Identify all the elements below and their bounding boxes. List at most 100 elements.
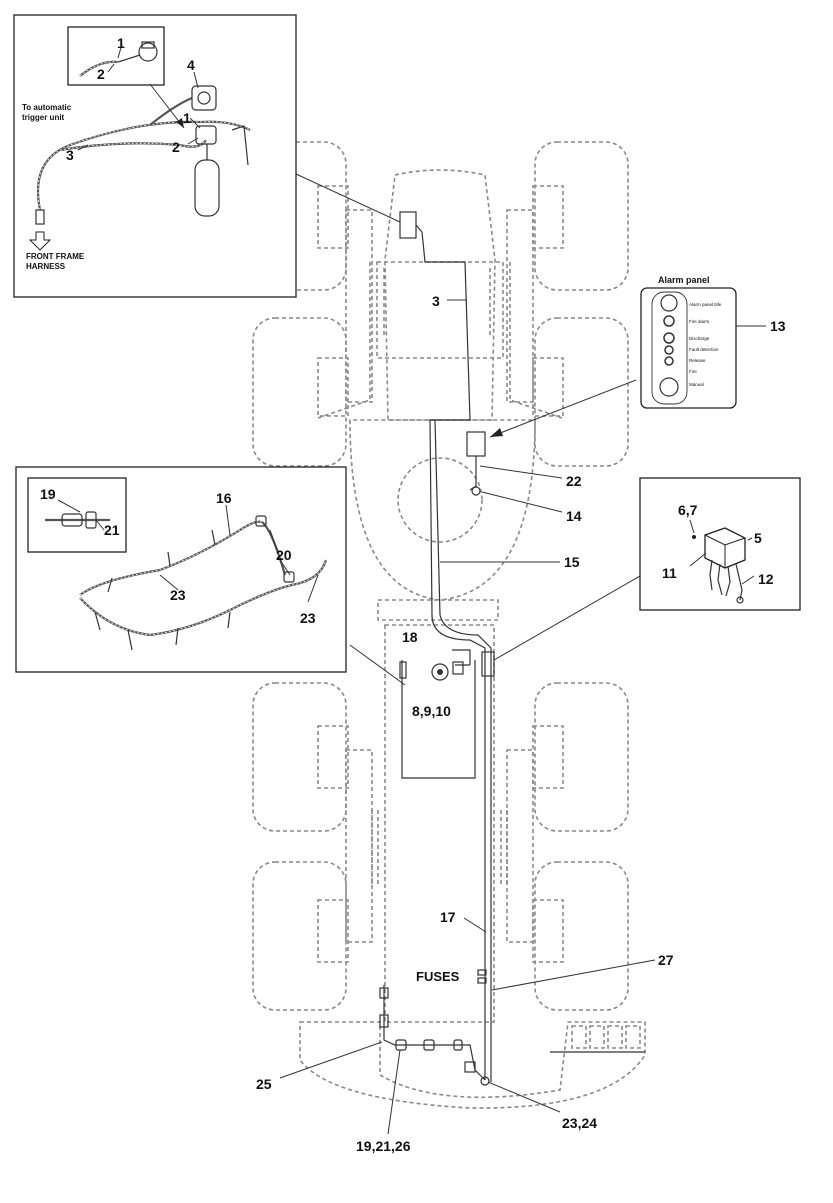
hose-clips	[94, 515, 295, 651]
detector	[379, 987, 389, 999]
manual-icon	[659, 377, 679, 397]
front-trigger-unit	[399, 211, 417, 239]
harness-routing	[379, 211, 495, 1086]
note-trigger-line2: trigger unit	[22, 113, 65, 122]
label-25: 25	[256, 1076, 272, 1092]
valve-detail	[138, 42, 158, 62]
label-8-9-10: 8,9,10	[412, 703, 451, 719]
label-20: 20	[276, 547, 292, 563]
label-16: 16	[216, 490, 232, 506]
manual-release-knob	[431, 663, 449, 681]
label-23-24: 23,24	[562, 1115, 597, 1131]
inset-detail-box	[67, 26, 165, 86]
leader-lines	[279, 173, 766, 1135]
harness-15	[434, 419, 441, 616]
panel-row-4: Release	[689, 358, 706, 363]
rear-grille	[550, 1025, 645, 1053]
harness-plug	[35, 209, 45, 225]
rear-tank	[401, 660, 476, 779]
front-trigger-connector	[415, 224, 423, 233]
inset-label-3: 3	[66, 147, 74, 163]
machine-outline	[252, 141, 646, 1109]
inset-label-4: 4	[187, 57, 195, 73]
bracket	[231, 125, 249, 166]
rear-frame	[384, 624, 495, 1023]
hub	[532, 725, 564, 789]
discharge-lamp-icon	[663, 332, 675, 344]
label-18: 18	[402, 629, 418, 645]
label-22: 22	[566, 473, 582, 489]
rear-bunk	[299, 1021, 646, 1109]
detector	[423, 1039, 435, 1051]
label-14: 14	[566, 508, 582, 524]
inset2-detail-box	[27, 477, 127, 553]
detector	[453, 1039, 463, 1051]
engine-block	[376, 261, 504, 359]
pressure-switch-4	[191, 85, 217, 111]
harness-27	[439, 614, 492, 1082]
wheel-back-right	[534, 861, 629, 1011]
inset-fire-extinguisher: 1 2 4 1 2 3 To automatic trigger unit FR…	[13, 14, 297, 298]
hub	[317, 357, 349, 417]
wheel-rear-right	[534, 682, 629, 832]
note-harness-line1: FRONT FRAME	[26, 252, 85, 261]
alarm-panel-callout: Alarm panel Alarm panel title Fire alarm…	[640, 275, 737, 409]
detector-detail	[61, 513, 83, 527]
panel-row-5: Fire	[689, 369, 697, 374]
detector	[395, 1039, 407, 1051]
bogie-right-front	[506, 209, 534, 403]
screw-icon	[692, 535, 696, 539]
cab-outline	[349, 419, 536, 601]
connector-14	[471, 486, 481, 496]
alarm-panel-mount	[466, 431, 486, 457]
rear-detector-harness	[383, 985, 486, 1081]
panel-row-1: Fire alarm	[689, 319, 710, 324]
panel-row-6: Manual	[689, 382, 704, 387]
label-17: 17	[440, 909, 456, 925]
label-15: 15	[564, 554, 580, 570]
release-lamp-icon	[664, 356, 674, 366]
panel-row-0: Alarm panel title	[689, 302, 722, 307]
fuse-2	[477, 977, 487, 984]
hose-upper	[79, 520, 263, 596]
label-19-21-26: 19,21,26	[356, 1138, 411, 1154]
label-19: 19	[40, 486, 56, 502]
label-fuses: FUSES	[416, 969, 460, 984]
label-23b: 23	[300, 610, 316, 626]
inset-label-2b: 2	[172, 139, 180, 155]
alarm-panel-title: Alarm panel	[658, 275, 710, 285]
wheel-back-left	[252, 861, 347, 1011]
hub	[317, 725, 349, 789]
panel-row-2: Discharge	[689, 336, 710, 341]
inset-label-1: 1	[117, 35, 125, 51]
label-12: 12	[758, 571, 774, 587]
knob-center	[437, 669, 443, 675]
rear-branch	[452, 649, 471, 666]
harness-22	[469, 456, 477, 491]
hub	[532, 357, 564, 417]
fire-icon	[660, 294, 678, 312]
hub	[317, 899, 349, 963]
wheel-front-right	[534, 141, 629, 291]
panel-row-3: Fault detection	[689, 347, 719, 352]
inset-label-1b: 1	[183, 110, 191, 126]
hub	[532, 185, 564, 249]
main-callouts: 3 13 22 14 15 18 8,9,10 17 FUSES 27 25 1…	[256, 293, 786, 1154]
label-6-7: 6,7	[678, 502, 698, 518]
label-5: 5	[754, 530, 762, 546]
frame-arm	[509, 260, 563, 419]
inset-control-unit: 6,7 5 11 12	[639, 477, 801, 611]
note-harness-line2: HARNESS	[26, 262, 66, 271]
label-23a: 23	[170, 587, 186, 603]
detector	[379, 1014, 389, 1028]
turntable	[397, 457, 483, 543]
fault-lamp-icon	[664, 345, 674, 355]
label-3: 3	[432, 293, 440, 309]
fuse-1	[477, 969, 487, 976]
note-trigger-line1: To automatic	[22, 103, 72, 112]
articulation-joint	[377, 599, 499, 621]
tank-neck	[399, 661, 407, 679]
label-21: 21	[104, 522, 120, 538]
